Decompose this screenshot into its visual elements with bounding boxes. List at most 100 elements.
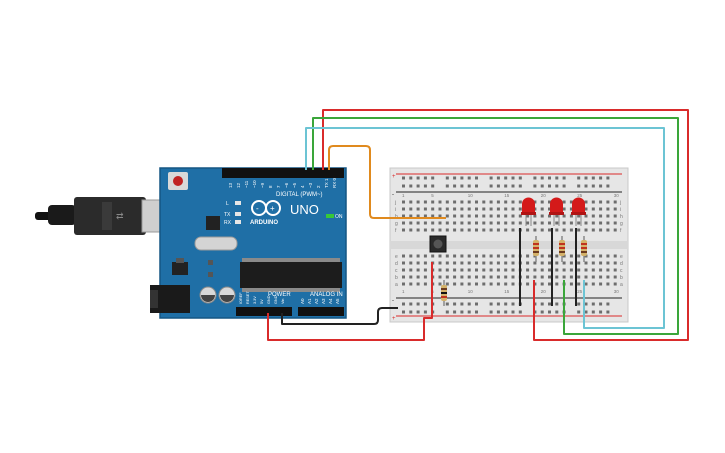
breadboard-hole [526,228,530,232]
resistor-led-1[interactable] [533,236,539,262]
breadboard-hole [540,275,544,279]
breadboard-hole [613,221,617,225]
rail-hole [511,310,515,314]
breadboard-hole [482,207,486,211]
wire-orange-pin2[interactable] [328,145,446,219]
rail-hole [562,184,566,188]
breadboard-hole [569,228,573,232]
wire-red-pin3[interactable] [322,109,689,341]
breadboard-hole [460,282,464,286]
breadboard-hole [445,261,449,265]
breadboard-hole [591,275,595,279]
rail-hole [467,184,471,188]
breadboard-hole [445,221,449,225]
rail-hole [548,302,551,306]
wire-red-5v[interactable] [267,262,433,341]
wire-black-gnd[interactable] [281,307,398,325]
breadboard-hole [496,275,500,279]
breadboard-hole [402,268,405,272]
breadboard-hole [613,254,617,258]
digital-pin-header[interactable] [222,168,344,178]
breadboard-hole [562,228,566,232]
breadboard-hole [445,268,449,272]
wire-cyan-pin6[interactable] [305,127,665,329]
led-1[interactable] [521,197,536,226]
digital-pin-label: ~5 [292,182,297,188]
led-3[interactable] [571,197,586,226]
breadboard-hole [409,221,413,225]
rail-hole [606,184,610,188]
breadboard-hole [584,200,588,204]
row-letter: c [620,268,623,274]
resistor-button[interactable] [441,280,447,306]
analog-pin-label: A1 [307,298,312,304]
analog-pin-header[interactable] [298,307,344,316]
breadboard-hole [555,268,559,272]
row-letter: e [395,254,398,260]
breadboard-hole [431,221,435,225]
breadboard-hole [533,275,537,279]
rail-hole [591,310,595,314]
breadboard-hole [445,275,449,279]
breadboard-hole [423,228,427,232]
column-number: 15 [504,193,510,198]
breadboard-hole [511,261,515,265]
rail-hole [518,184,522,188]
breadboard-hole [453,254,457,258]
breadboard-hole [482,282,486,286]
breadboard-hole [423,221,427,225]
wire-green-pin5[interactable] [312,117,679,335]
breadboard-hole [591,282,595,286]
breadboard-hole [569,207,573,211]
breadboard-hole [577,275,581,279]
digital-pin-label: ~3 [308,182,313,188]
breadboard-hole [569,214,573,218]
breadboard-holes[interactable] [402,176,617,314]
breadboard-hole [569,261,573,265]
breadboard-hole [518,200,522,204]
breadboard-hole [599,282,603,286]
breadboard-hole [489,282,493,286]
power-pin-header[interactable] [236,307,292,316]
resistor-led-2[interactable] [559,236,565,262]
column-number: 10 [468,289,474,294]
breadboard-hole [409,200,413,204]
breadboard-hole [584,275,588,279]
push-button[interactable] [429,235,447,253]
breadboard-hole [548,214,551,218]
led-2[interactable] [549,197,564,226]
breadboard-hole [555,221,559,225]
breadboard-hole [467,282,471,286]
rail-hole [402,310,405,314]
breadboard-hole [475,221,478,225]
breadboard-hole [504,275,508,279]
breadboard-hole [613,282,617,286]
column-number: 1 [402,289,405,294]
breadboard-hole [606,207,610,211]
resistor-led-3[interactable] [581,236,587,262]
breadboard-hole [606,214,610,218]
breadboard-hole [402,261,405,265]
breadboard-hole [606,254,610,258]
usb-symbol-icon: ⇄ [116,211,124,221]
breadboard-hole [445,254,449,258]
breadboard-hole [409,282,413,286]
breadboard-hole [453,261,457,265]
uno-model-text: UNO [290,202,319,217]
led-tx-label: TX [224,212,231,218]
breadboard-hole [475,261,478,265]
breadboard-hole [584,214,588,218]
rail-hole [489,176,493,180]
breadboard-hole [438,282,442,286]
rail-hole [577,302,581,306]
row-letter: j [394,200,396,206]
breadboard-hole [438,254,442,258]
breadboard-hole [475,268,478,272]
breadboard-hole [496,268,500,272]
breadboard-hole [467,207,471,211]
rail-hole [606,176,610,180]
rail-hole [540,310,544,314]
